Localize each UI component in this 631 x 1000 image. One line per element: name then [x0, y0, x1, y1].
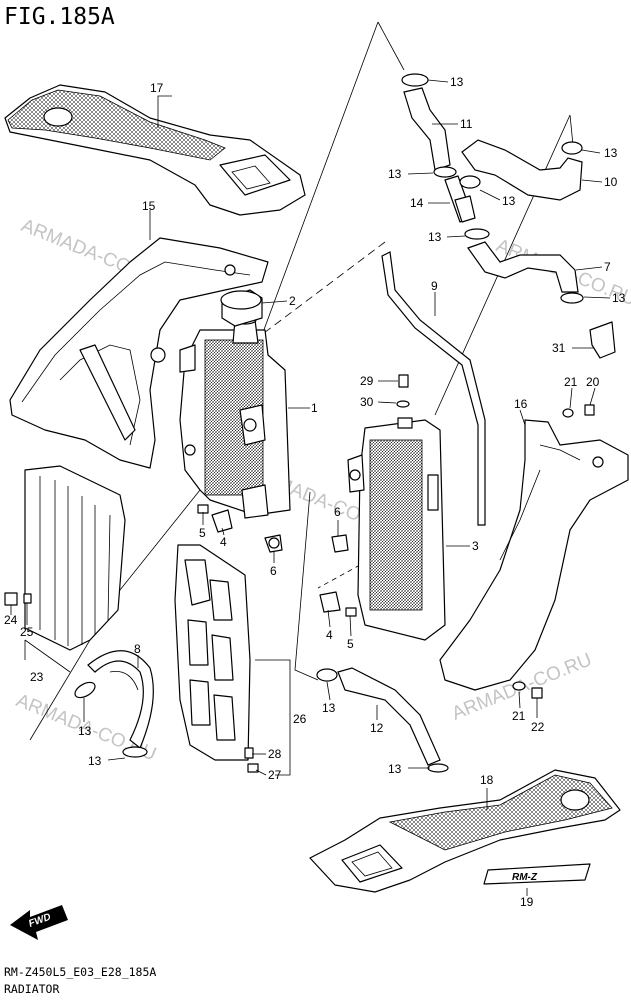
- callout-4-a: 4: [220, 535, 227, 549]
- callout-13-b: 13: [388, 167, 402, 181]
- radiator-shroud-right: [439, 419, 629, 691]
- callout-11: 11: [460, 117, 473, 131]
- callout-13-d: 13: [502, 194, 516, 208]
- callout-23: 23: [30, 670, 44, 684]
- callout-22: 22: [531, 720, 545, 734]
- callout-10: 10: [604, 175, 618, 189]
- louver-fasteners: [244, 747, 259, 773]
- radiator-louver-right: [174, 544, 291, 776]
- overflow-tube: [381, 251, 486, 526]
- radiator-left-mounts: [197, 504, 283, 553]
- callout-20: 20: [586, 375, 600, 389]
- callout-13-f: 13: [612, 291, 626, 305]
- emblem: RM-Z: [483, 863, 591, 885]
- hose-clamps-lower-left: [74, 681, 148, 758]
- callout-21-a: 21: [564, 375, 578, 389]
- callout-6-a: 6: [270, 564, 277, 578]
- callout-31: 31: [552, 341, 566, 355]
- radiator-louver-left: [24, 465, 126, 673]
- callout-16: 16: [514, 397, 528, 411]
- radiator-right: [347, 417, 446, 641]
- hose-clamps-upper: [401, 73, 584, 304]
- callout-27: 27: [268, 768, 282, 782]
- radiator-shroud-left: [9, 237, 269, 469]
- callout-19: 19: [520, 895, 534, 909]
- callout-21-b: 21: [512, 709, 526, 723]
- section-name: RADIATOR: [4, 982, 59, 996]
- callout-29: 29: [360, 374, 374, 388]
- callout-17: 17: [150, 81, 164, 95]
- callout-13-i: 13: [88, 754, 102, 768]
- callout-13-h: 13: [78, 724, 92, 738]
- clip-and-bolt-left: [4, 592, 32, 625]
- joint-pipe: [444, 175, 476, 223]
- shroud-right-fasteners: [512, 404, 595, 699]
- callout-13-g: 13: [322, 701, 336, 715]
- shroud-decal-left: [4, 84, 306, 216]
- callout-18: 18: [480, 773, 494, 787]
- callout-13-c: 13: [604, 146, 618, 160]
- callout-7: 7: [604, 260, 611, 274]
- callout-numbers: 17 15 2 1 13 11 13 13 10 14 13 13 7 13 9…: [4, 75, 626, 909]
- callout-5-a: 5: [199, 526, 206, 540]
- callout-6-b: 6: [334, 505, 341, 519]
- radiator-cap: [220, 289, 263, 327]
- bolt-and-washer: [396, 374, 410, 408]
- callout-2: 2: [289, 294, 296, 308]
- callout-13-e: 13: [428, 230, 442, 244]
- hose-lower-12: [337, 667, 441, 766]
- figure-title: FIG.185A: [4, 4, 115, 30]
- callout-26: 26: [293, 712, 307, 726]
- callout-30: 30: [360, 395, 374, 409]
- callout-15: 15: [142, 199, 156, 213]
- radiator-left: [179, 315, 291, 519]
- fwd-arrow-icon: FWD: [10, 905, 68, 940]
- radiator-right-mounts: [319, 534, 357, 617]
- callout-8: 8: [134, 642, 141, 656]
- callout-25: 25: [20, 625, 34, 639]
- hose-upper-10: [461, 139, 583, 201]
- callout-13-a: 13: [450, 75, 464, 89]
- callout-5-b: 5: [347, 637, 354, 651]
- callout-14: 14: [410, 196, 424, 210]
- clamp-bracket: [589, 321, 616, 359]
- callout-leaders: [83, 79, 611, 896]
- hose-mid-7: [467, 241, 579, 293]
- diagram-code: RM-Z450L5_E03_E28_185A: [4, 965, 156, 979]
- callout-12: 12: [370, 721, 384, 735]
- callout-28: 28: [268, 747, 282, 761]
- shroud-decal-right: [309, 769, 621, 893]
- emblem-label: RM-Z: [512, 872, 538, 883]
- callout-1: 1: [311, 401, 318, 415]
- hose-clamps-lower-right: [316, 668, 449, 773]
- callout-13-j: 13: [388, 762, 402, 776]
- callout-9: 9: [431, 279, 438, 293]
- callout-4-b: 4: [326, 628, 333, 642]
- callout-24: 24: [4, 613, 18, 627]
- hose-upper-11: [403, 87, 451, 171]
- callout-3: 3: [472, 539, 479, 553]
